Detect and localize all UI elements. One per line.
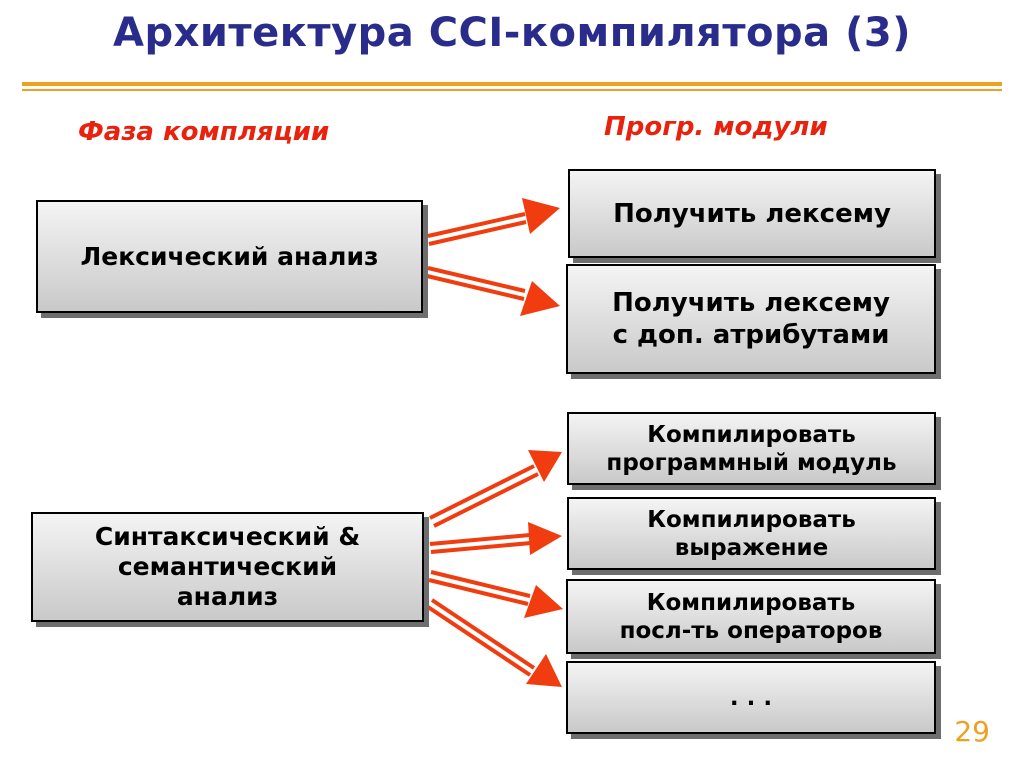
- module-get-token-attr-line2: с доп. атрибутами: [612, 320, 890, 350]
- arrow-syntax-to-compile-expr: [429, 522, 562, 555]
- title-rule-thin: [22, 89, 1002, 91]
- module-ellipsis: . . .: [566, 661, 936, 734]
- module-compile-module-line1: Компилировать: [647, 421, 856, 448]
- module-get-token-with-attributes: Получить лексему с доп. атрибутами: [566, 264, 936, 374]
- module-compile-expr-line1: Компилировать: [647, 506, 856, 533]
- phase-lexical-label: Лексический анализ: [80, 242, 379, 271]
- module-compile-expression: Компилировать выражение: [567, 497, 936, 570]
- phase-syntax-label-line1: Синтаксический &: [94, 522, 361, 551]
- arrow-lexical-to-get-token: [427, 198, 560, 246]
- module-ellipsis-label: . . .: [729, 685, 773, 711]
- module-compile-module-line2: программный модуль: [606, 449, 897, 476]
- module-get-token-attr-line1: Получить лексему: [612, 288, 890, 318]
- module-compile-seq-line1: Компилировать: [646, 589, 856, 616]
- module-get-token: Получить лексему: [568, 169, 936, 258]
- phase-syntax-label-line3: анализ: [176, 582, 279, 611]
- phase-syntax-semantic-analysis: Синтаксический & семантический анализ: [31, 512, 424, 622]
- module-get-token-label: Получить лексему: [613, 198, 891, 229]
- title-rule-thick: [22, 82, 1002, 86]
- heading-program-modules: Прогр. модули: [604, 112, 828, 142]
- arrow-syntax-to-ellipsis: [426, 598, 562, 687]
- heading-compile-phase: Фаза компляции: [78, 117, 330, 147]
- module-compile-statement-sequence: Компилировать посл-ть операторов: [566, 579, 936, 654]
- arrow-syntax-to-compile-seq: [428, 570, 563, 618]
- phase-syntax-label-line2: семантический: [117, 552, 338, 581]
- module-compile-expr-line2: выражение: [674, 534, 829, 561]
- module-compile-seq-line2: посл-ть операторов: [619, 617, 883, 644]
- phase-lexical-analysis: Лексический анализ: [36, 200, 423, 313]
- arrow-lexical-to-get-token-attr: [426, 266, 560, 316]
- page-number: 29: [954, 715, 990, 748]
- slide-title: Архитектура CCI-компилятора (3): [113, 10, 911, 56]
- arrow-syntax-to-compile-module: [429, 450, 562, 528]
- module-compile-program-module: Компилировать программный модуль: [567, 412, 936, 485]
